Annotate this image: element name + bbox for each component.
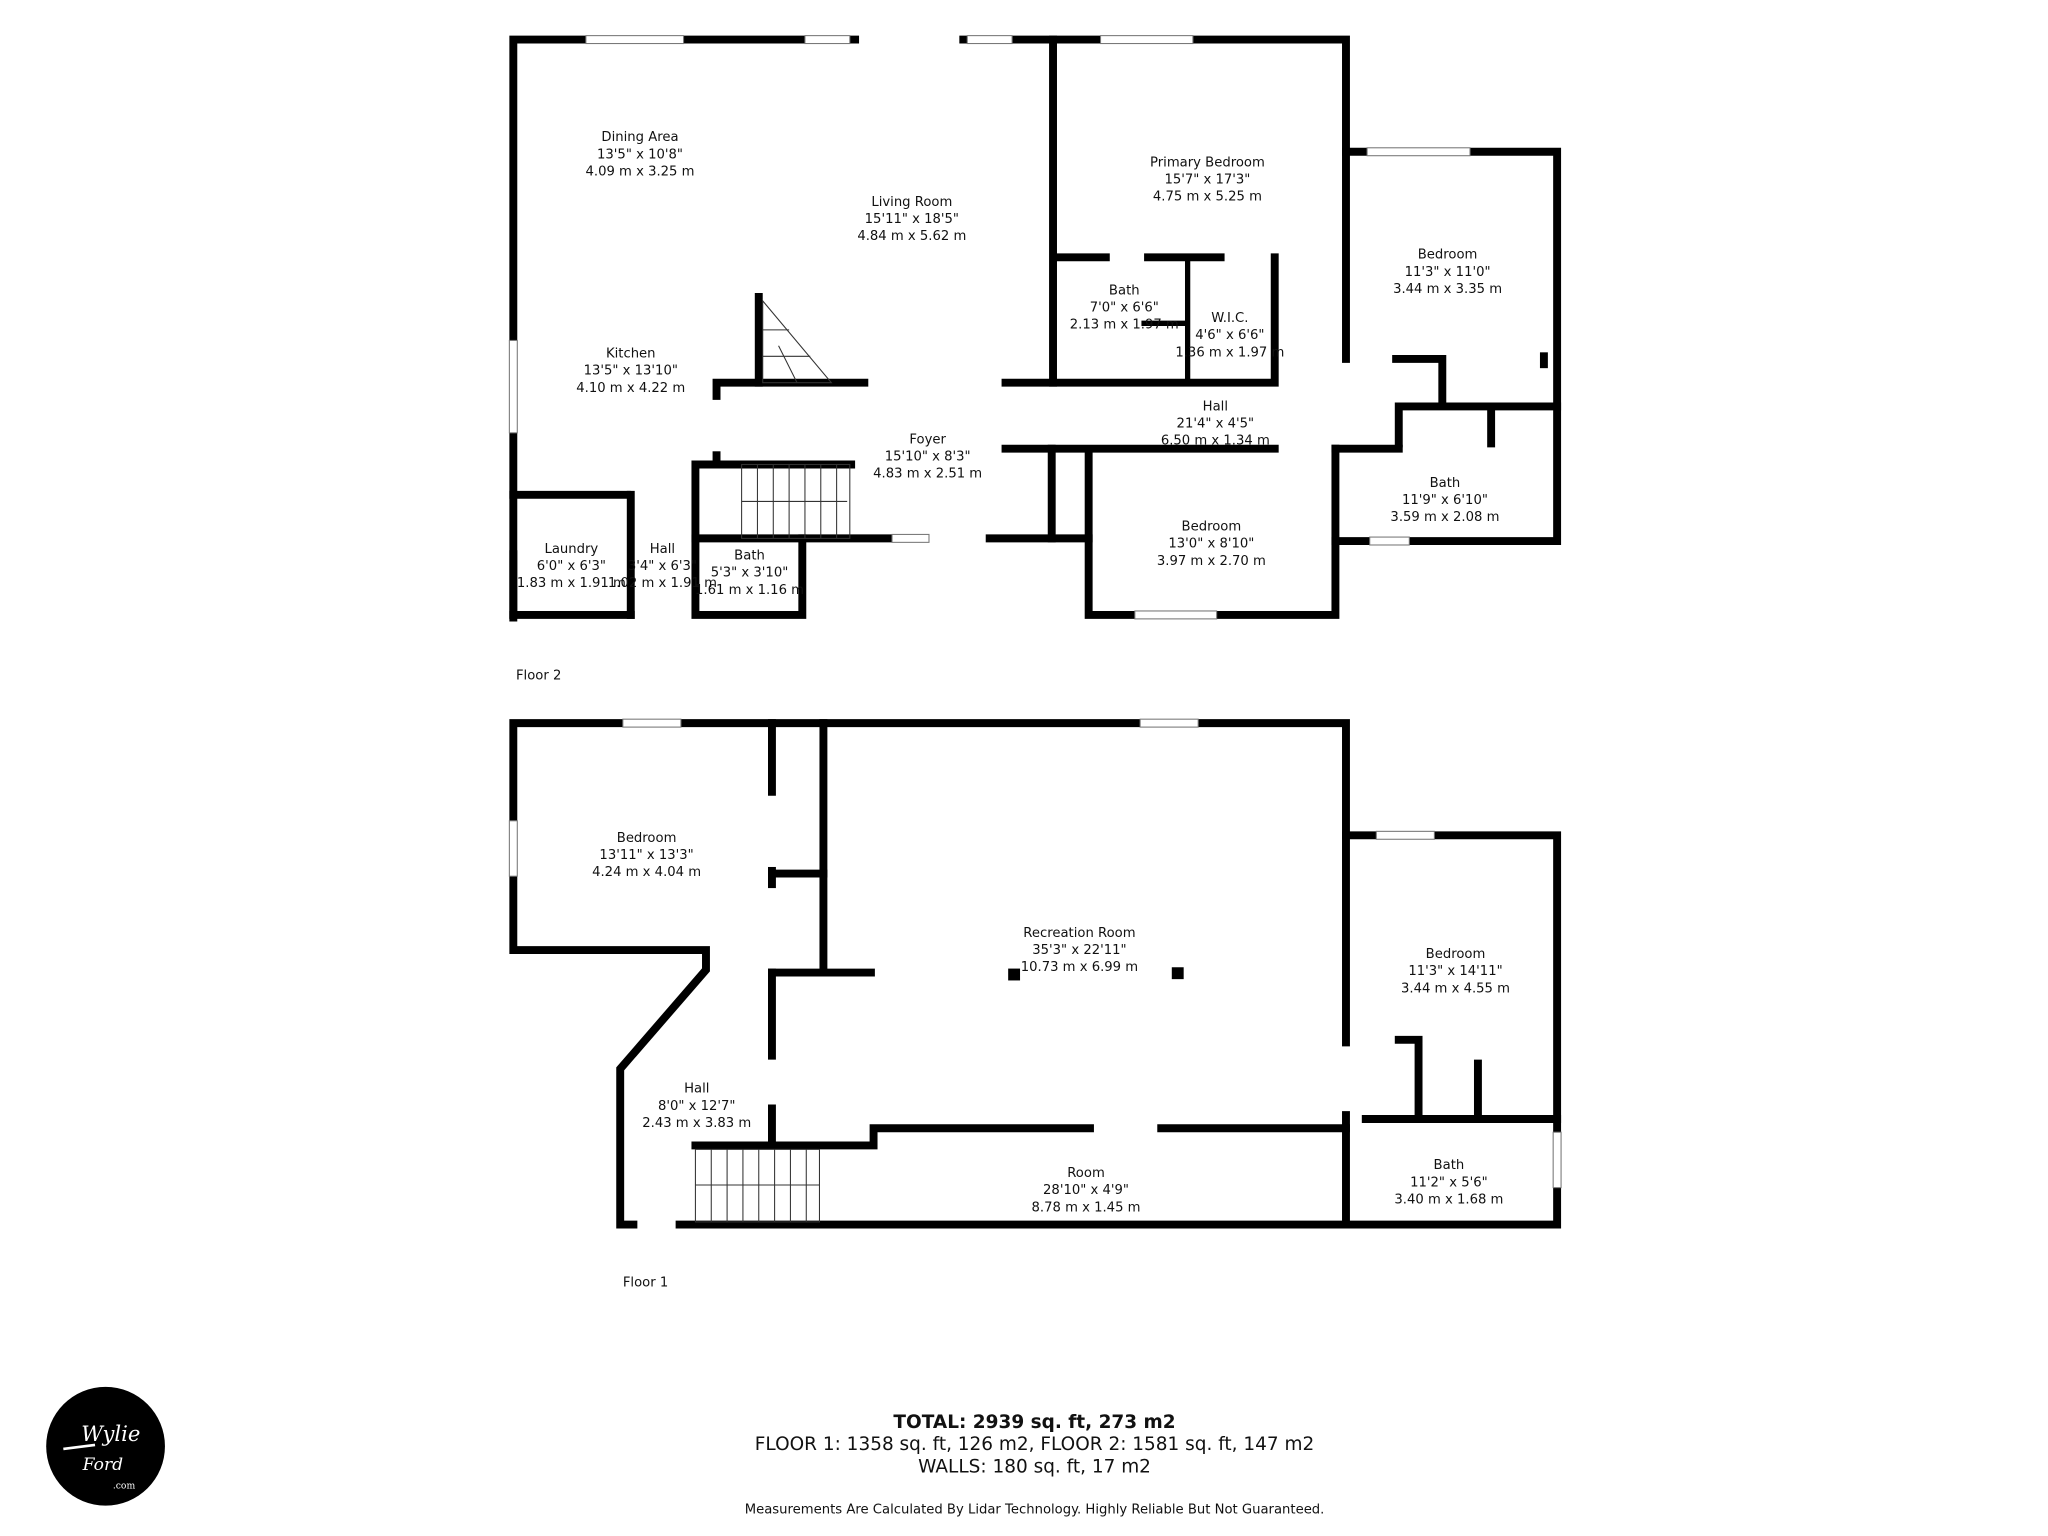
svg-text:8'0" x 12'7": 8'0" x 12'7" bbox=[658, 1099, 736, 1114]
room-label-foyer: Foyer 15'10" x 8'3" 4.83 m x 2.51 m bbox=[873, 432, 982, 481]
room-label-bedroom-front: Bedroom 13'0" x 8'10" 3.97 m x 2.70 m bbox=[1157, 519, 1266, 568]
area-summary: TOTAL: 2939 sq. ft, 273 m2 FLOOR 1: 1358… bbox=[745, 1412, 1325, 1518]
floor2-label: Floor 2 bbox=[516, 669, 561, 684]
svg-text:11'3" x 11'0": 11'3" x 11'0" bbox=[1405, 265, 1491, 280]
svg-text:Bath: Bath bbox=[1434, 1158, 1465, 1173]
room-label-kitchen: Kitchen 13'5" x 13'10" 4.10 m x 4.22 m bbox=[576, 347, 685, 396]
svg-text:Laundry: Laundry bbox=[545, 542, 599, 557]
svg-text:Wylie: Wylie bbox=[81, 1421, 140, 1446]
svg-text:Hall: Hall bbox=[684, 1082, 709, 1097]
room-label-bedroom: Bedroom 11'3" x 11'0" 3.44 m x 3.35 m bbox=[1393, 248, 1502, 297]
svg-text:1.02 m x 1.91 m: 1.02 m x 1.91 m bbox=[608, 576, 717, 591]
svg-text:13'0" x 8'10": 13'0" x 8'10" bbox=[1168, 537, 1254, 552]
room-label-hall-f1: Hall 8'0" x 12'7" 2.43 m x 3.83 m bbox=[642, 1082, 751, 1131]
svg-text:Living Room: Living Room bbox=[871, 195, 952, 210]
svg-text:13'11" x 13'3": 13'11" x 13'3" bbox=[599, 848, 693, 863]
svg-text:2.13 m x 1.97 m: 2.13 m x 1.97 m bbox=[1070, 318, 1179, 333]
svg-text:Bedroom: Bedroom bbox=[1182, 519, 1242, 534]
svg-text:Bath: Bath bbox=[1430, 476, 1461, 491]
floor1-stairs bbox=[694, 1148, 820, 1223]
svg-text:Room: Room bbox=[1067, 1166, 1105, 1181]
svg-text:3.44 m x 4.55 m: 3.44 m x 4.55 m bbox=[1401, 981, 1510, 996]
room-label-primary-bedroom: Primary Bedroom 15'7" x 17'3" 4.75 m x 5.2… bbox=[1150, 155, 1265, 204]
room-label-bedroom-east: Bedroom 11'3" x 14'11" 3.44 m x 4.55 m bbox=[1401, 947, 1510, 996]
svg-text:2.43 m x 3.83 m: 2.43 m x 3.83 m bbox=[642, 1116, 751, 1131]
room-label-bath-f1: Bath 11'2" x 5'6" 3.40 m x 1.68 m bbox=[1394, 1158, 1503, 1207]
svg-text:Primary Bedroom: Primary Bedroom bbox=[1150, 155, 1265, 170]
walls-area: WALLS: 180 sq. ft, 17 m2 bbox=[918, 1457, 1151, 1478]
svg-text:3.44 m x 3.35 m: 3.44 m x 3.35 m bbox=[1393, 282, 1502, 297]
svg-text:Dining Area: Dining Area bbox=[601, 130, 678, 145]
svg-text:4'6" x 6'6": 4'6" x 6'6" bbox=[1195, 328, 1264, 343]
svg-text:Bath: Bath bbox=[1109, 283, 1140, 298]
svg-text:Hall: Hall bbox=[1203, 399, 1228, 414]
logo: Wylie Ford .com bbox=[46, 1386, 165, 1506]
room-label-room: Room 28'10" x 4'9" 8.78 m x 1.45 m bbox=[1032, 1166, 1141, 1215]
room-label-primary-bath: Bath 7'0" x 6'6" 2.13 m x 1.97 m bbox=[1070, 283, 1179, 332]
svg-text:1.36 m x 1.97 m: 1.36 m x 1.97 m bbox=[1175, 345, 1284, 360]
svg-text:8.78 m x 1.45 m: 8.78 m x 1.45 m bbox=[1032, 1200, 1141, 1215]
room-label-hall: Hall 21'4" x 4'5" 6.50 m x 1.34 m bbox=[1161, 399, 1270, 448]
svg-text:4.09 m x 3.25 m: 4.09 m x 3.25 m bbox=[586, 165, 695, 180]
floor1-windows bbox=[508, 718, 1562, 1189]
room-label-dining-area: Dining Area 13'5" x 10'8" 4.09 m x 3.25 m bbox=[586, 130, 695, 179]
svg-text:1.61 m x 1.16 m: 1.61 m x 1.16 m bbox=[695, 583, 804, 598]
svg-text:4.75 m x 5.25 m: 4.75 m x 5.25 m bbox=[1153, 190, 1262, 205]
svg-text:6.50 m x 1.34 m: 6.50 m x 1.34 m bbox=[1161, 434, 1270, 449]
room-label-small-bath: Bath 5'3" x 3'10" 1.61 m x 1.16 m bbox=[695, 549, 804, 598]
svg-text:.com: .com bbox=[113, 1480, 136, 1491]
svg-text:3.40 m x 1.68 m: 3.40 m x 1.68 m bbox=[1394, 1192, 1503, 1207]
svg-text:11'3" x 14'11": 11'3" x 14'11" bbox=[1408, 964, 1502, 979]
svg-text:Bath: Bath bbox=[734, 549, 765, 564]
svg-text:4.24 m x 4.04 m: 4.24 m x 4.04 m bbox=[592, 865, 701, 880]
floor2-walls bbox=[509, 35, 1562, 622]
svg-text:10.73 m x 6.99 m: 10.73 m x 6.99 m bbox=[1021, 960, 1138, 975]
svg-text:3.97 m x 2.70 m: 3.97 m x 2.70 m bbox=[1157, 554, 1266, 569]
svg-text:13'5" x 10'8": 13'5" x 10'8" bbox=[597, 147, 683, 162]
svg-text:W.I.C.: W.I.C. bbox=[1211, 311, 1248, 326]
floor-areas: FLOOR 1: 1358 sq. ft, 126 m2, FLOOR 2: 1… bbox=[755, 1434, 1314, 1455]
total-area: TOTAL: 2939 sq. ft, 273 m2 bbox=[893, 1412, 1175, 1433]
svg-text:Recreation Room: Recreation Room bbox=[1023, 926, 1135, 941]
room-label-laundry: Laundry 6'0" x 6'3" 1.83 m x 1.91 m bbox=[517, 542, 626, 591]
svg-text:4.10 m x 4.22 m: 4.10 m x 4.22 m bbox=[576, 381, 685, 396]
svg-text:13'5" x 13'10": 13'5" x 13'10" bbox=[584, 364, 678, 379]
floor1-label: Floor 1 bbox=[623, 1276, 668, 1291]
svg-text:15'11" x 18'5": 15'11" x 18'5" bbox=[865, 212, 959, 227]
room-label-wic: W.I.C. 4'6" x 6'6" 1.36 m x 1.97 m bbox=[1175, 311, 1284, 360]
svg-text:Kitchen: Kitchen bbox=[606, 347, 656, 362]
svg-text:Bedroom: Bedroom bbox=[1426, 947, 1486, 962]
svg-text:15'7" x 17'3": 15'7" x 17'3" bbox=[1164, 172, 1250, 187]
svg-text:Bedroom: Bedroom bbox=[617, 831, 677, 846]
svg-text:Foyer: Foyer bbox=[909, 432, 946, 447]
svg-text:1.83 m x 1.91 m: 1.83 m x 1.91 m bbox=[517, 576, 626, 591]
room-label-recreation-room: Recreation Room 35'3" x 22'11" 10.73 m x 6… bbox=[1021, 926, 1138, 975]
svg-text:3'4" x 6'3": 3'4" x 6'3" bbox=[628, 559, 697, 574]
room-label-hall-bath: Bath 11'9" x 6'10" 3.59 m x 2.08 m bbox=[1390, 476, 1499, 525]
svg-text:Ford: Ford bbox=[82, 1455, 123, 1475]
svg-text:4.84 m x 5.62 m: 4.84 m x 5.62 m bbox=[857, 229, 966, 244]
svg-text:15'10" x 8'3": 15'10" x 8'3" bbox=[885, 450, 971, 465]
svg-text:4.83 m x 2.51 m: 4.83 m x 2.51 m bbox=[873, 467, 982, 482]
svg-text:5'3" x 3'10": 5'3" x 3'10" bbox=[711, 566, 789, 581]
room-label-bedroom-west: Bedroom 13'11" x 13'3" 4.24 m x 4.04 m bbox=[592, 831, 701, 880]
svg-text:35'3" x 22'11": 35'3" x 22'11" bbox=[1032, 943, 1126, 958]
svg-text:3.59 m x 2.08 m: 3.59 m x 2.08 m bbox=[1390, 510, 1499, 525]
svg-text:Hall: Hall bbox=[650, 542, 675, 557]
svg-text:11'2" x 5'6": 11'2" x 5'6" bbox=[1410, 1175, 1488, 1190]
svg-text:28'10" x 4'9": 28'10" x 4'9" bbox=[1043, 1183, 1129, 1198]
floor2-windows bbox=[508, 35, 1471, 620]
room-label-small-hall: Hall 3'4" x 6'3" 1.02 m x 1.91 m bbox=[608, 542, 717, 591]
svg-text:6'0" x 6'3": 6'0" x 6'3" bbox=[537, 559, 606, 574]
floor1-walls bbox=[509, 719, 1562, 1229]
floor1-room-labels: Bedroom 13'11" x 13'3" 4.24 m x 4.04 m Rec… bbox=[592, 831, 1510, 1291]
svg-text:11'9" x 6'10": 11'9" x 6'10" bbox=[1402, 493, 1488, 508]
svg-text:21'4" x 4'5": 21'4" x 4'5" bbox=[1177, 417, 1255, 432]
room-label-living-room: Living Room 15'11" x 18'5" 4.84 m x 5.62 m bbox=[857, 195, 966, 244]
svg-text:Bedroom: Bedroom bbox=[1418, 248, 1478, 263]
svg-text:7'0" x 6'6": 7'0" x 6'6" bbox=[1090, 300, 1159, 315]
disclaimer: Measurements Are Calculated By Lidar Tec… bbox=[745, 1503, 1325, 1518]
floor2-stairs bbox=[741, 299, 851, 539]
